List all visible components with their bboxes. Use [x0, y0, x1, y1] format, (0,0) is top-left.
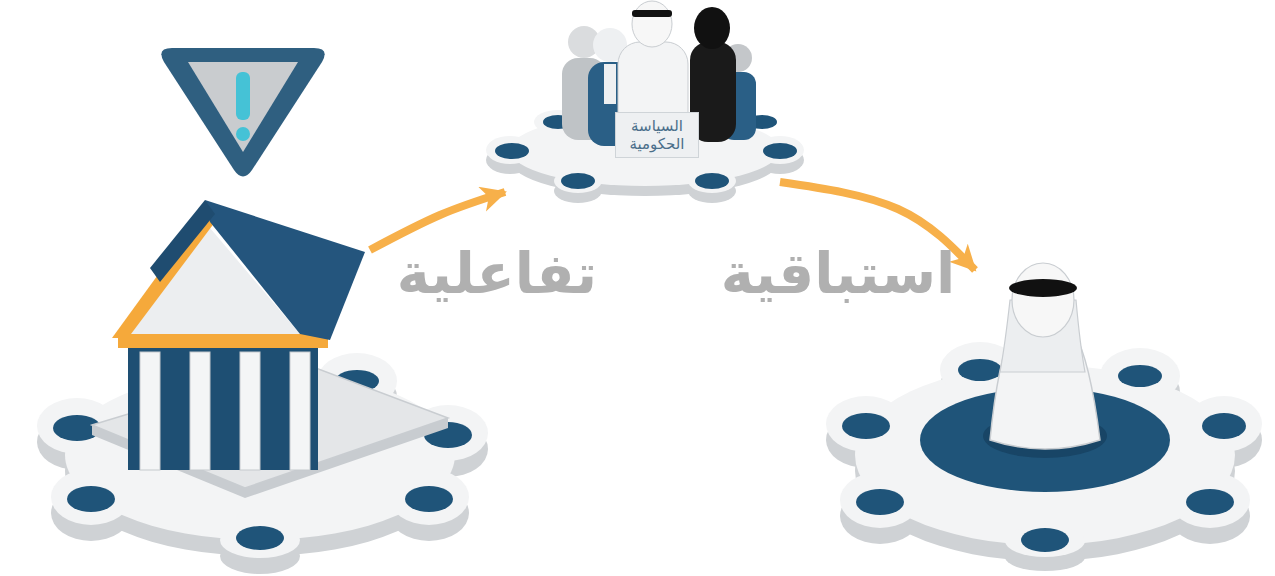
platform-top [1170, 472, 1250, 528]
people-group [604, 64, 616, 104]
building-icon [92, 200, 448, 498]
platform-dot [842, 413, 890, 439]
platform-top [389, 469, 469, 525]
building-icon [128, 345, 318, 470]
citizen-node [960, 270, 1130, 460]
platform-dot [405, 486, 453, 512]
building-icon [240, 352, 260, 470]
platform-dot [763, 143, 797, 159]
edge-label: استباقية [721, 239, 956, 309]
building-icon [205, 200, 365, 340]
people-group [632, 10, 672, 17]
person-figure [1009, 279, 1077, 297]
platform-top [1186, 396, 1262, 452]
warning-icon [161, 48, 324, 177]
platform-top [486, 110, 804, 193]
platform-top [826, 396, 906, 452]
platform-dot [495, 143, 529, 159]
platform-dot [856, 489, 904, 515]
platform-dot [958, 359, 1002, 381]
platform-dot [695, 173, 729, 189]
building-node [110, 195, 370, 475]
edge-label: تفاعلية [397, 239, 597, 309]
platform-top [1100, 348, 1180, 404]
building-icon [150, 200, 215, 282]
platform-top [840, 472, 920, 528]
platform-top [220, 522, 300, 558]
warning-icon [161, 48, 324, 177]
platform-top [756, 136, 804, 164]
warning-icon [188, 62, 298, 152]
platform-dot [67, 486, 115, 512]
warning-icon [236, 127, 250, 141]
people-group [632, 1, 672, 47]
platform-dot [561, 173, 595, 189]
platform-top [1005, 525, 1085, 557]
sign-label: السياسة الحكومية [615, 112, 699, 158]
person-figure [920, 263, 1170, 492]
platform-top [486, 136, 534, 164]
people-group [694, 7, 730, 49]
policy-node: السياسة الحكومية [505, 55, 780, 195]
building-icon [290, 352, 310, 470]
platform-dot [1202, 413, 1246, 439]
person-figure [1012, 263, 1074, 337]
platform-dot [1021, 528, 1069, 552]
building-icon [190, 352, 210, 470]
platform-top [688, 169, 736, 193]
platform-dot [236, 526, 284, 550]
platform-top [554, 169, 602, 193]
platform-dot [1186, 489, 1234, 515]
warning-icon [236, 72, 250, 120]
building-icon [118, 334, 328, 348]
platform-top [51, 469, 131, 525]
building-icon [140, 352, 160, 470]
platform-dot [1118, 365, 1162, 387]
